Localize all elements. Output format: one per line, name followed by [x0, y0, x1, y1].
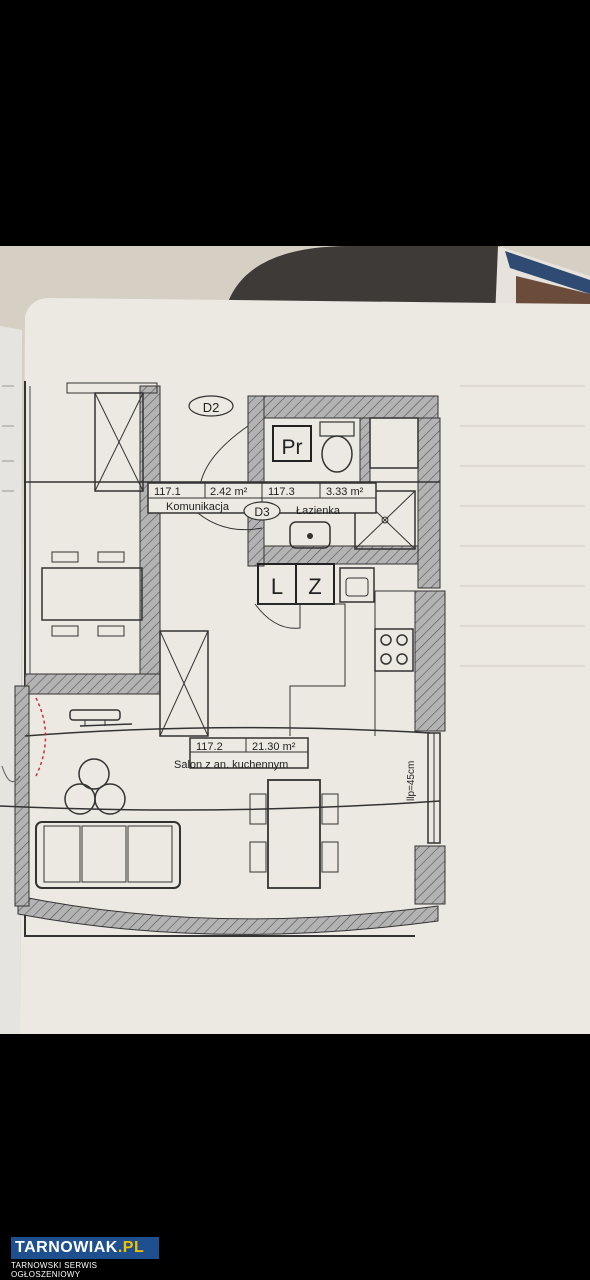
room-117-1-area: 2.42 m²	[210, 486, 248, 498]
left-page	[0, 326, 22, 1034]
watermark-brand-suffix: .PL	[117, 1239, 145, 1256]
dark-object	[228, 246, 505, 306]
room-117-3-area: 3.33 m²	[326, 486, 364, 498]
door-d2-label: D2	[203, 400, 220, 415]
room-117-1-number: 117.1	[154, 486, 181, 498]
pantry-label: Pr	[282, 436, 303, 459]
left-page-marks	[2, 385, 14, 492]
floorplan-photo: Pr D2 117.1 2.42 m² 117.3 3.33 m² Komuni…	[0, 246, 590, 1034]
floor-plan: Pr D2 117.1 2.42 m² 117.3 3.33 m² Komuni…	[0, 381, 446, 937]
window-sill-note: llp=45cm	[406, 761, 417, 801]
door-d3-label: D3	[254, 505, 270, 519]
tarnowiak-watermark: TARNOWIAK.PL TARNOWSKI SERWIS OGŁOSZENIO…	[11, 1237, 159, 1279]
room-117-3-name: Łazienka	[296, 505, 341, 517]
room-117-2-number: 117.2	[196, 741, 223, 753]
watermark-tagline: TARNOWSKI SERWIS OGŁOSZENIOWY	[11, 1261, 98, 1279]
watermark-brand-main: TARNOWIAK	[15, 1239, 118, 1256]
page-bleed-text	[460, 385, 585, 667]
watermark-brand: TARNOWIAK.PL	[11, 1237, 159, 1259]
freezer-label: Z	[308, 574, 321, 599]
door-d2-tag	[188, 395, 234, 417]
fridge-label: L	[271, 574, 283, 599]
room-117-2-name: Salon z an. kuchennym	[174, 759, 288, 771]
room-117-2-area: 21.30 m²	[252, 741, 296, 753]
room-117-1-name: Komunikacja	[166, 501, 230, 513]
room-117-3-number: 117.3	[268, 486, 295, 498]
